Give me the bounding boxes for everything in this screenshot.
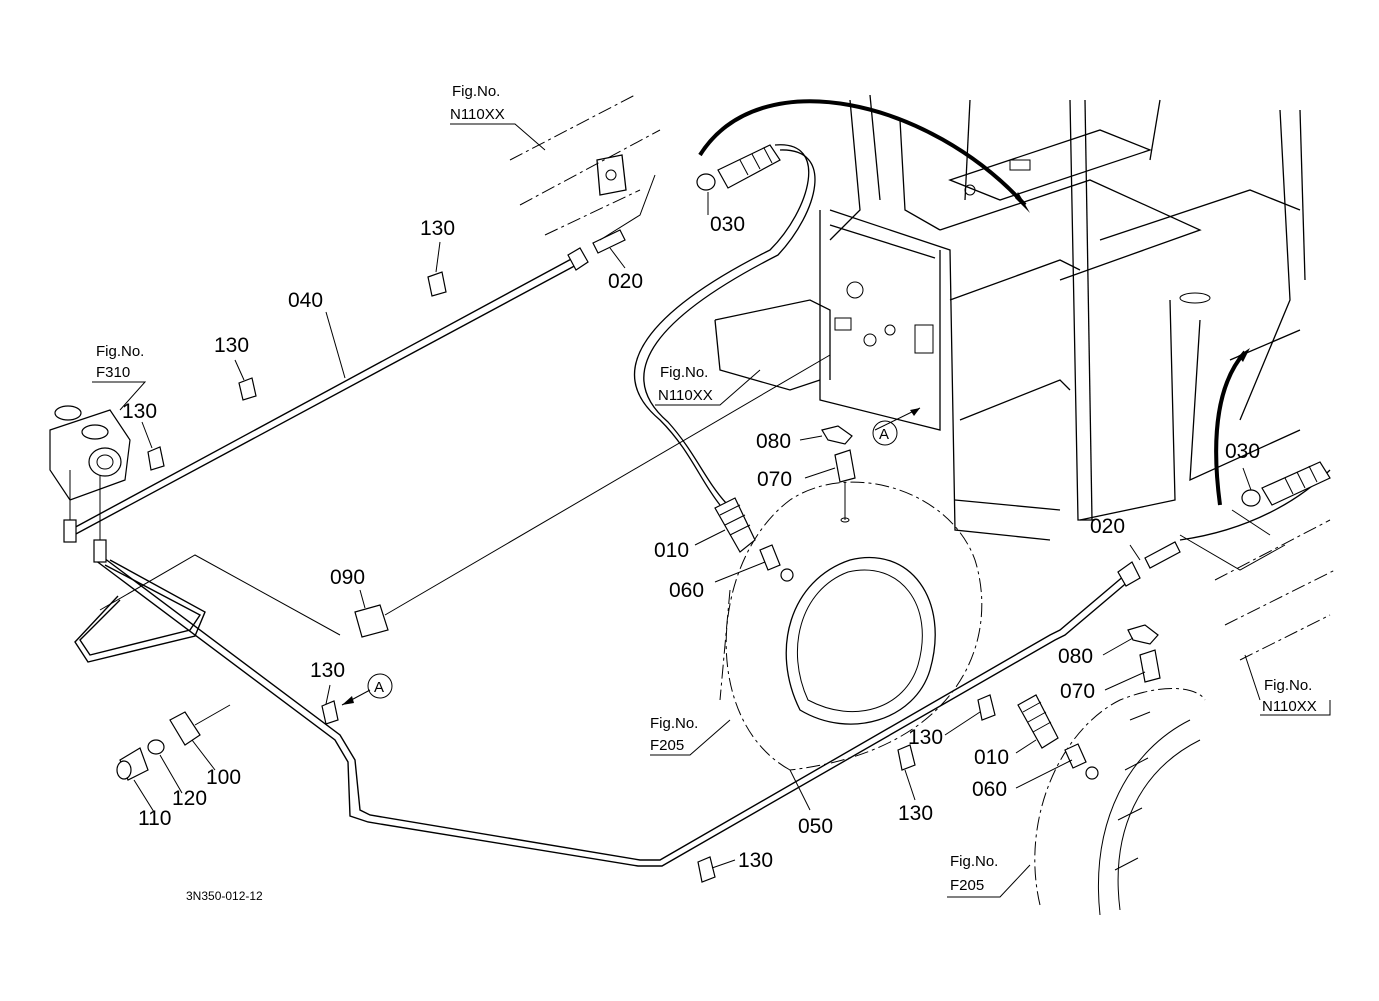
fig-ref-label: Fig.No. <box>1264 677 1312 694</box>
tractor-frame <box>714 94 1306 541</box>
fig-ref-f205: F205 <box>950 877 984 894</box>
rear-wheel <box>1034 687 1206 916</box>
pipe-040 <box>69 256 581 536</box>
callout-030: 030 <box>1225 440 1260 463</box>
callout-130: 130 <box>310 659 345 682</box>
callout-100: 100 <box>206 766 241 789</box>
figure-references: Fig.No. N110XX Fig.No. F310 Fig.No. N110… <box>96 83 1317 894</box>
callout-080: 080 <box>756 430 791 453</box>
fig-ref-label: Fig.No. <box>660 364 708 381</box>
view-markers: A A <box>367 420 898 699</box>
callout-120: 120 <box>172 787 207 810</box>
callout-020: 020 <box>1090 515 1125 538</box>
callout-030: 030 <box>710 213 745 236</box>
callout-040: 040 <box>288 289 323 312</box>
view-marker-a: A <box>374 679 384 696</box>
leader-lines <box>92 123 1331 898</box>
valve-block <box>49 405 131 563</box>
callout-numbers: 010 010 020 020 030 030 040 050 060 060 … <box>122 213 1260 872</box>
callout-130: 130 <box>122 400 157 423</box>
fig-ref-label: Fig.No. <box>950 853 998 870</box>
pipe-050 <box>94 554 1131 867</box>
fig-ref-n110xx: N110XX <box>450 106 505 123</box>
pipe-loop <box>74 559 206 663</box>
drawing-code: 3N350-012-12 <box>186 889 263 903</box>
callout-130: 130 <box>898 802 933 825</box>
fittings <box>116 144 1331 883</box>
callout-060: 060 <box>972 778 1007 801</box>
fig-ref-label: Fig.No. <box>96 343 144 360</box>
fig-ref-f205: F205 <box>650 737 684 754</box>
callout-010: 010 <box>974 746 1009 769</box>
callout-060: 060 <box>669 579 704 602</box>
callout-070: 070 <box>757 468 792 491</box>
callout-130: 130 <box>738 849 773 872</box>
fig-ref-label: Fig.No. <box>650 715 698 732</box>
front-wheel <box>719 481 983 771</box>
reference-centerlines <box>509 94 1336 661</box>
callout-130: 130 <box>214 334 249 357</box>
callout-130: 130 <box>420 217 455 240</box>
callout-050: 050 <box>798 815 833 838</box>
callout-070: 070 <box>1060 680 1095 703</box>
fig-ref-n110xx: N110XX <box>658 387 713 404</box>
view-marker-a: A <box>879 426 889 443</box>
callout-080: 080 <box>1058 645 1093 668</box>
direction-arrows <box>698 99 1250 506</box>
callout-130: 130 <box>908 726 943 749</box>
callout-010: 010 <box>654 539 689 562</box>
fig-ref-label: Fig.No. <box>452 83 500 100</box>
mounting-plate <box>596 154 627 196</box>
callout-020: 020 <box>608 270 643 293</box>
callout-090: 090 <box>330 566 365 589</box>
callout-110: 110 <box>138 807 171 830</box>
hoses <box>633 144 1331 541</box>
fig-ref-f310: F310 <box>96 364 130 381</box>
fig-ref-n110xx: N110XX <box>1262 698 1317 715</box>
